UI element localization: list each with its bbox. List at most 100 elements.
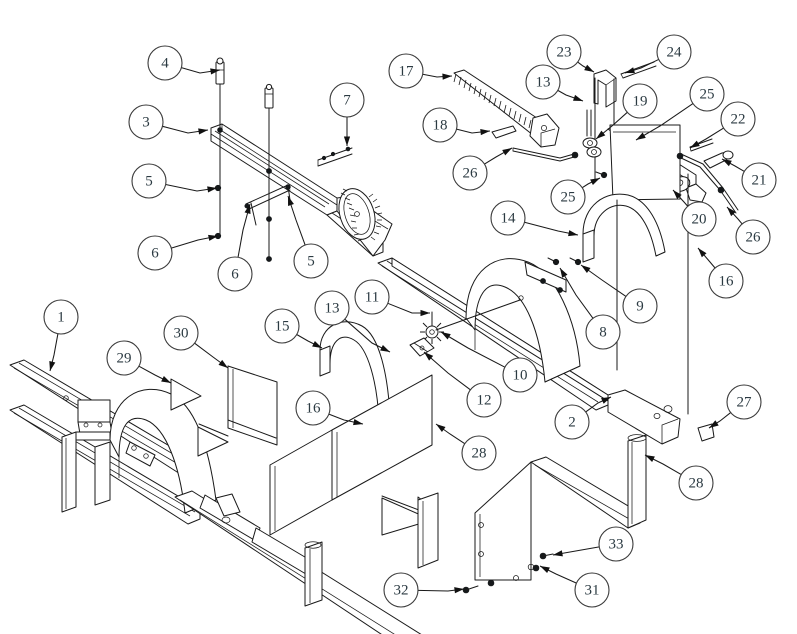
balloon-circle[interactable]	[720, 101, 756, 137]
leader-arrowhead	[207, 186, 217, 193]
callout-balloon-31[interactable]: 31	[539, 565, 610, 608]
balloon-circle[interactable]	[128, 104, 164, 140]
callout-balloon-17[interactable]: 17	[388, 53, 453, 89]
callout-balloon-33[interactable]: 33	[552, 526, 634, 562]
leader-arrowhead	[441, 332, 451, 340]
balloon-circle[interactable]	[554, 404, 590, 440]
balloon-circle[interactable]	[622, 83, 658, 119]
balloon-circle[interactable]	[43, 299, 79, 335]
balloon-circle[interactable]	[550, 179, 586, 215]
balloon-number: 21	[752, 173, 767, 189]
callout-balloon-27[interactable]: 27	[708, 384, 762, 429]
balloon-circle[interactable]	[585, 314, 621, 350]
balloon-number: 16	[306, 401, 322, 417]
callout-balloon-24[interactable]: 24	[624, 34, 692, 74]
balloon-circle[interactable]	[264, 308, 300, 344]
balloon-circle[interactable]	[295, 390, 331, 426]
balloon-circle[interactable]	[137, 235, 173, 271]
leader-arrowhead	[727, 207, 736, 217]
leader-arrowhead	[218, 359, 228, 368]
balloon-circle[interactable]	[525, 64, 561, 100]
balloon-circle[interactable]	[106, 340, 142, 376]
callout-balloon-28[interactable]: 28	[644, 454, 714, 501]
callout-balloon-16[interactable]: 16	[697, 247, 744, 299]
balloon-circle[interactable]	[217, 256, 253, 292]
balloon-circle[interactable]	[681, 201, 717, 237]
callout-balloon-8[interactable]: 8	[559, 267, 621, 350]
callout-balloon-5[interactable]: 5	[131, 163, 218, 199]
leader-arrowhead	[673, 190, 682, 200]
balloon-circle[interactable]	[574, 572, 610, 608]
callout-balloon-6[interactable]: 6	[217, 203, 253, 292]
leader-arrowhead	[698, 248, 707, 258]
balloon-circle[interactable]	[388, 53, 424, 89]
callout-balloon-9[interactable]: 9	[580, 264, 658, 324]
callout-balloon-20[interactable]: 20	[672, 189, 717, 237]
balloon-circle[interactable]	[741, 162, 777, 198]
balloon-circle[interactable]	[546, 34, 582, 70]
balloon-number: 19	[633, 94, 648, 110]
callout-balloon-25[interactable]: 25	[635, 76, 725, 141]
balloon-circle[interactable]	[354, 279, 390, 315]
leader-arrowhead	[424, 352, 434, 361]
callout-balloon-13[interactable]: 13	[525, 64, 584, 102]
callout-balloon-25[interactable]: 25	[550, 177, 601, 215]
callout-balloon-22[interactable]: 22	[689, 101, 756, 149]
callout-balloon-4[interactable]: 4	[147, 45, 221, 81]
callout-balloon-12[interactable]: 12	[423, 351, 502, 418]
callout-balloon-1[interactable]: 1	[43, 299, 79, 372]
callout-balloon-26[interactable]: 26	[452, 147, 513, 191]
balloon-circle[interactable]	[461, 435, 497, 471]
callout-balloon-28[interactable]: 28	[435, 423, 497, 471]
balloon-circle[interactable]	[452, 155, 488, 191]
leader-arrowhead	[584, 64, 594, 72]
balloon-circle[interactable]	[466, 382, 502, 418]
balloon-circle[interactable]	[502, 357, 538, 393]
balloon-circle[interactable]	[163, 315, 199, 351]
balloon-circle[interactable]	[689, 76, 725, 112]
callout-balloon-23[interactable]: 23	[546, 34, 595, 73]
balloon-number: 4	[161, 56, 169, 72]
balloon-number: 25	[700, 87, 715, 103]
callout-balloon-19[interactable]: 19	[595, 83, 658, 140]
callout-balloon-15[interactable]: 15	[264, 308, 323, 349]
callout-balloon-21[interactable]: 21	[721, 158, 777, 198]
balloon-circle[interactable]	[708, 263, 744, 299]
callout-balloon-7[interactable]: 7	[329, 82, 365, 146]
balloon-circle[interactable]	[598, 526, 634, 562]
callout-balloon-29[interactable]: 29	[106, 340, 172, 384]
callout-balloon-18[interactable]: 18	[422, 107, 491, 143]
callout-balloon-32[interactable]: 32	[383, 572, 465, 608]
callout-balloon-3[interactable]: 3	[128, 104, 209, 140]
leader-arrowhead	[454, 587, 464, 594]
balloon-circle[interactable]	[490, 200, 526, 236]
balloon-circle[interactable]	[131, 163, 167, 199]
balloon-number: 7	[343, 93, 351, 109]
callout-balloon-5[interactable]: 5	[287, 195, 329, 279]
callout-balloon-6[interactable]: 6	[137, 234, 219, 271]
leader-arrowhead	[198, 128, 208, 135]
balloon-circle[interactable]	[622, 288, 658, 324]
balloon-number: 3	[142, 115, 150, 131]
balloon-circle[interactable]	[735, 219, 771, 255]
balloon-circle[interactable]	[656, 34, 692, 70]
balloon-circle[interactable]	[314, 290, 350, 326]
callout-balloon-10[interactable]: 10	[440, 331, 538, 393]
balloon-circle[interactable]	[726, 384, 762, 420]
callout-balloon-16[interactable]: 16	[295, 390, 364, 426]
callout-balloon-14[interactable]: 14	[490, 200, 579, 237]
balloon-circle[interactable]	[329, 82, 365, 118]
callout-balloon-11[interactable]: 11	[354, 279, 430, 317]
balloon-circle[interactable]	[147, 45, 183, 81]
callout-balloon-26[interactable]: 26	[726, 206, 771, 255]
callout-balloon-2[interactable]: 2	[554, 396, 612, 440]
leader-line	[440, 331, 506, 368]
callout-balloon-13[interactable]: 13	[314, 290, 391, 353]
balloon-circle[interactable]	[422, 107, 458, 143]
balloon-number: 13	[536, 75, 551, 91]
callout-balloon-30[interactable]: 30	[163, 315, 229, 369]
balloon-circle[interactable]	[383, 572, 419, 608]
balloon-circle[interactable]	[678, 465, 714, 501]
balloon-circle[interactable]	[293, 243, 329, 279]
